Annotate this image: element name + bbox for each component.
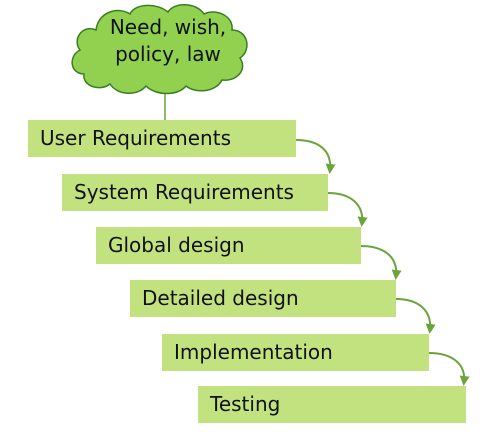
cloud-outline xyxy=(71,4,248,95)
cloud-label-line-1: Need, wish, xyxy=(109,15,227,39)
step-testing: Testing xyxy=(198,386,466,423)
step-detailed-design: Detailed design xyxy=(130,280,396,317)
arrow-4-to-5 xyxy=(395,298,436,334)
arrow-3-to-4 xyxy=(360,245,402,280)
step-global-design: Global design xyxy=(96,227,361,264)
cloud-shape xyxy=(71,4,248,95)
arrow-1-to-2 xyxy=(295,139,336,174)
step-system-requirements: System Requirements xyxy=(62,174,328,211)
step-implementation: Implementation xyxy=(162,334,429,371)
arrow-5-to-6 xyxy=(428,352,470,386)
cloud-label: Need, wish, policy, law xyxy=(78,14,258,68)
cloud-label-line-2: policy, law xyxy=(115,42,221,66)
step-user-requirements: User Requirements xyxy=(28,120,296,157)
arrow-2-to-3 xyxy=(327,192,368,227)
